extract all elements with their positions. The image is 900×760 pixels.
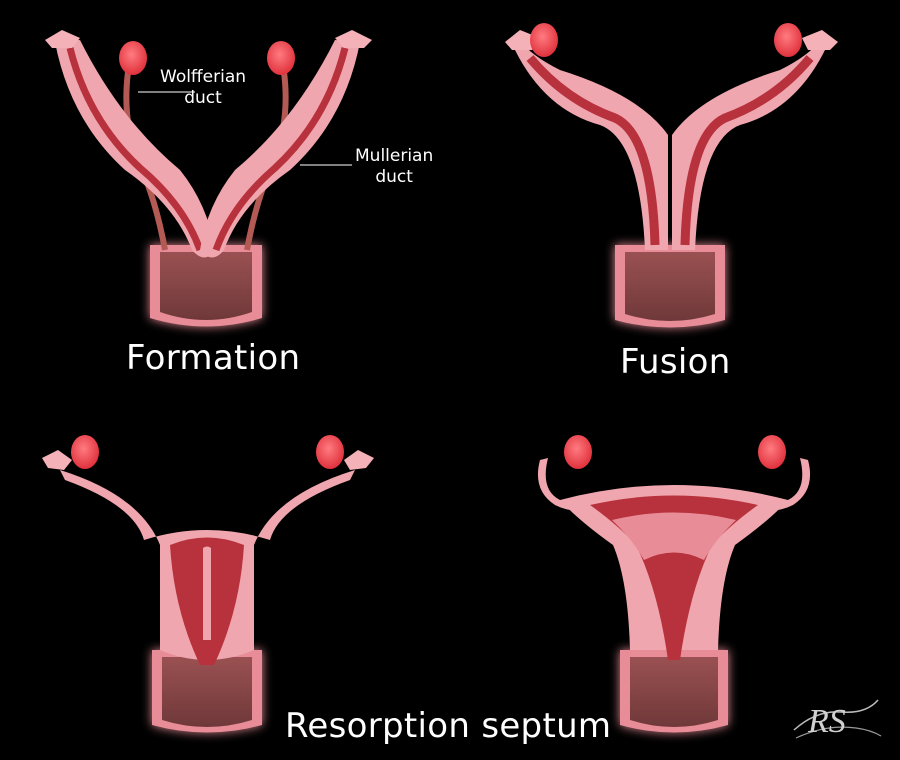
ovary-left: [119, 41, 147, 75]
panel-resorption-complete: [537, 435, 811, 733]
fused-lumen-right: [680, 55, 814, 246]
cervix-block: [150, 245, 262, 327]
fused-lumen-left: [526, 55, 660, 246]
cervix-block: [152, 650, 262, 733]
cervix-block: [615, 245, 725, 328]
mullerian-duct-label: Mullerian duct: [355, 146, 433, 188]
wolfferian-duct-label: Wolfferian duct: [160, 67, 246, 109]
mullerian-label-line1: Mullerian: [355, 146, 434, 166]
stage-label-formation: Formation: [126, 338, 301, 378]
mullerian-lumen-left: [66, 47, 204, 252]
stage-label-resorption: Resorption septum: [285, 706, 612, 746]
mullerian-lumen-right: [212, 47, 349, 252]
rs-logo-text: RS: [807, 703, 846, 740]
fallopian-tube-left: [537, 458, 600, 511]
uterine-wall-inner: [612, 512, 736, 560]
mullerian-label-line2: duct: [375, 167, 413, 187]
fused-duct-right: [672, 40, 825, 250]
ovary-left: [71, 435, 99, 469]
wolfferian-label-line2: duct: [184, 88, 222, 108]
stage-label-fusion: Fusion: [620, 342, 731, 382]
ovary-right: [316, 435, 344, 469]
septum: [203, 546, 211, 640]
fallopian-tube-right: [748, 458, 811, 511]
panel-resorption-partial: [42, 435, 374, 733]
ovary-left: [564, 435, 592, 469]
ovary-right: [267, 41, 295, 75]
fimbria-right: [344, 450, 374, 470]
fimbria-right: [802, 30, 838, 50]
rs-logo: RS: [793, 699, 882, 740]
cervix-block: [620, 650, 728, 733]
fused-duct-left: [515, 40, 668, 250]
fimbria-left: [42, 450, 72, 470]
ovary-right: [758, 435, 786, 469]
fimbria-left: [45, 30, 80, 48]
wolfferian-label-line1: Wolfferian: [160, 67, 247, 87]
ovary-right: [774, 23, 802, 57]
panel-fusion: [505, 23, 838, 328]
ovary-left: [530, 23, 558, 57]
panel-formation: [45, 30, 372, 327]
fimbria-right: [335, 30, 372, 48]
